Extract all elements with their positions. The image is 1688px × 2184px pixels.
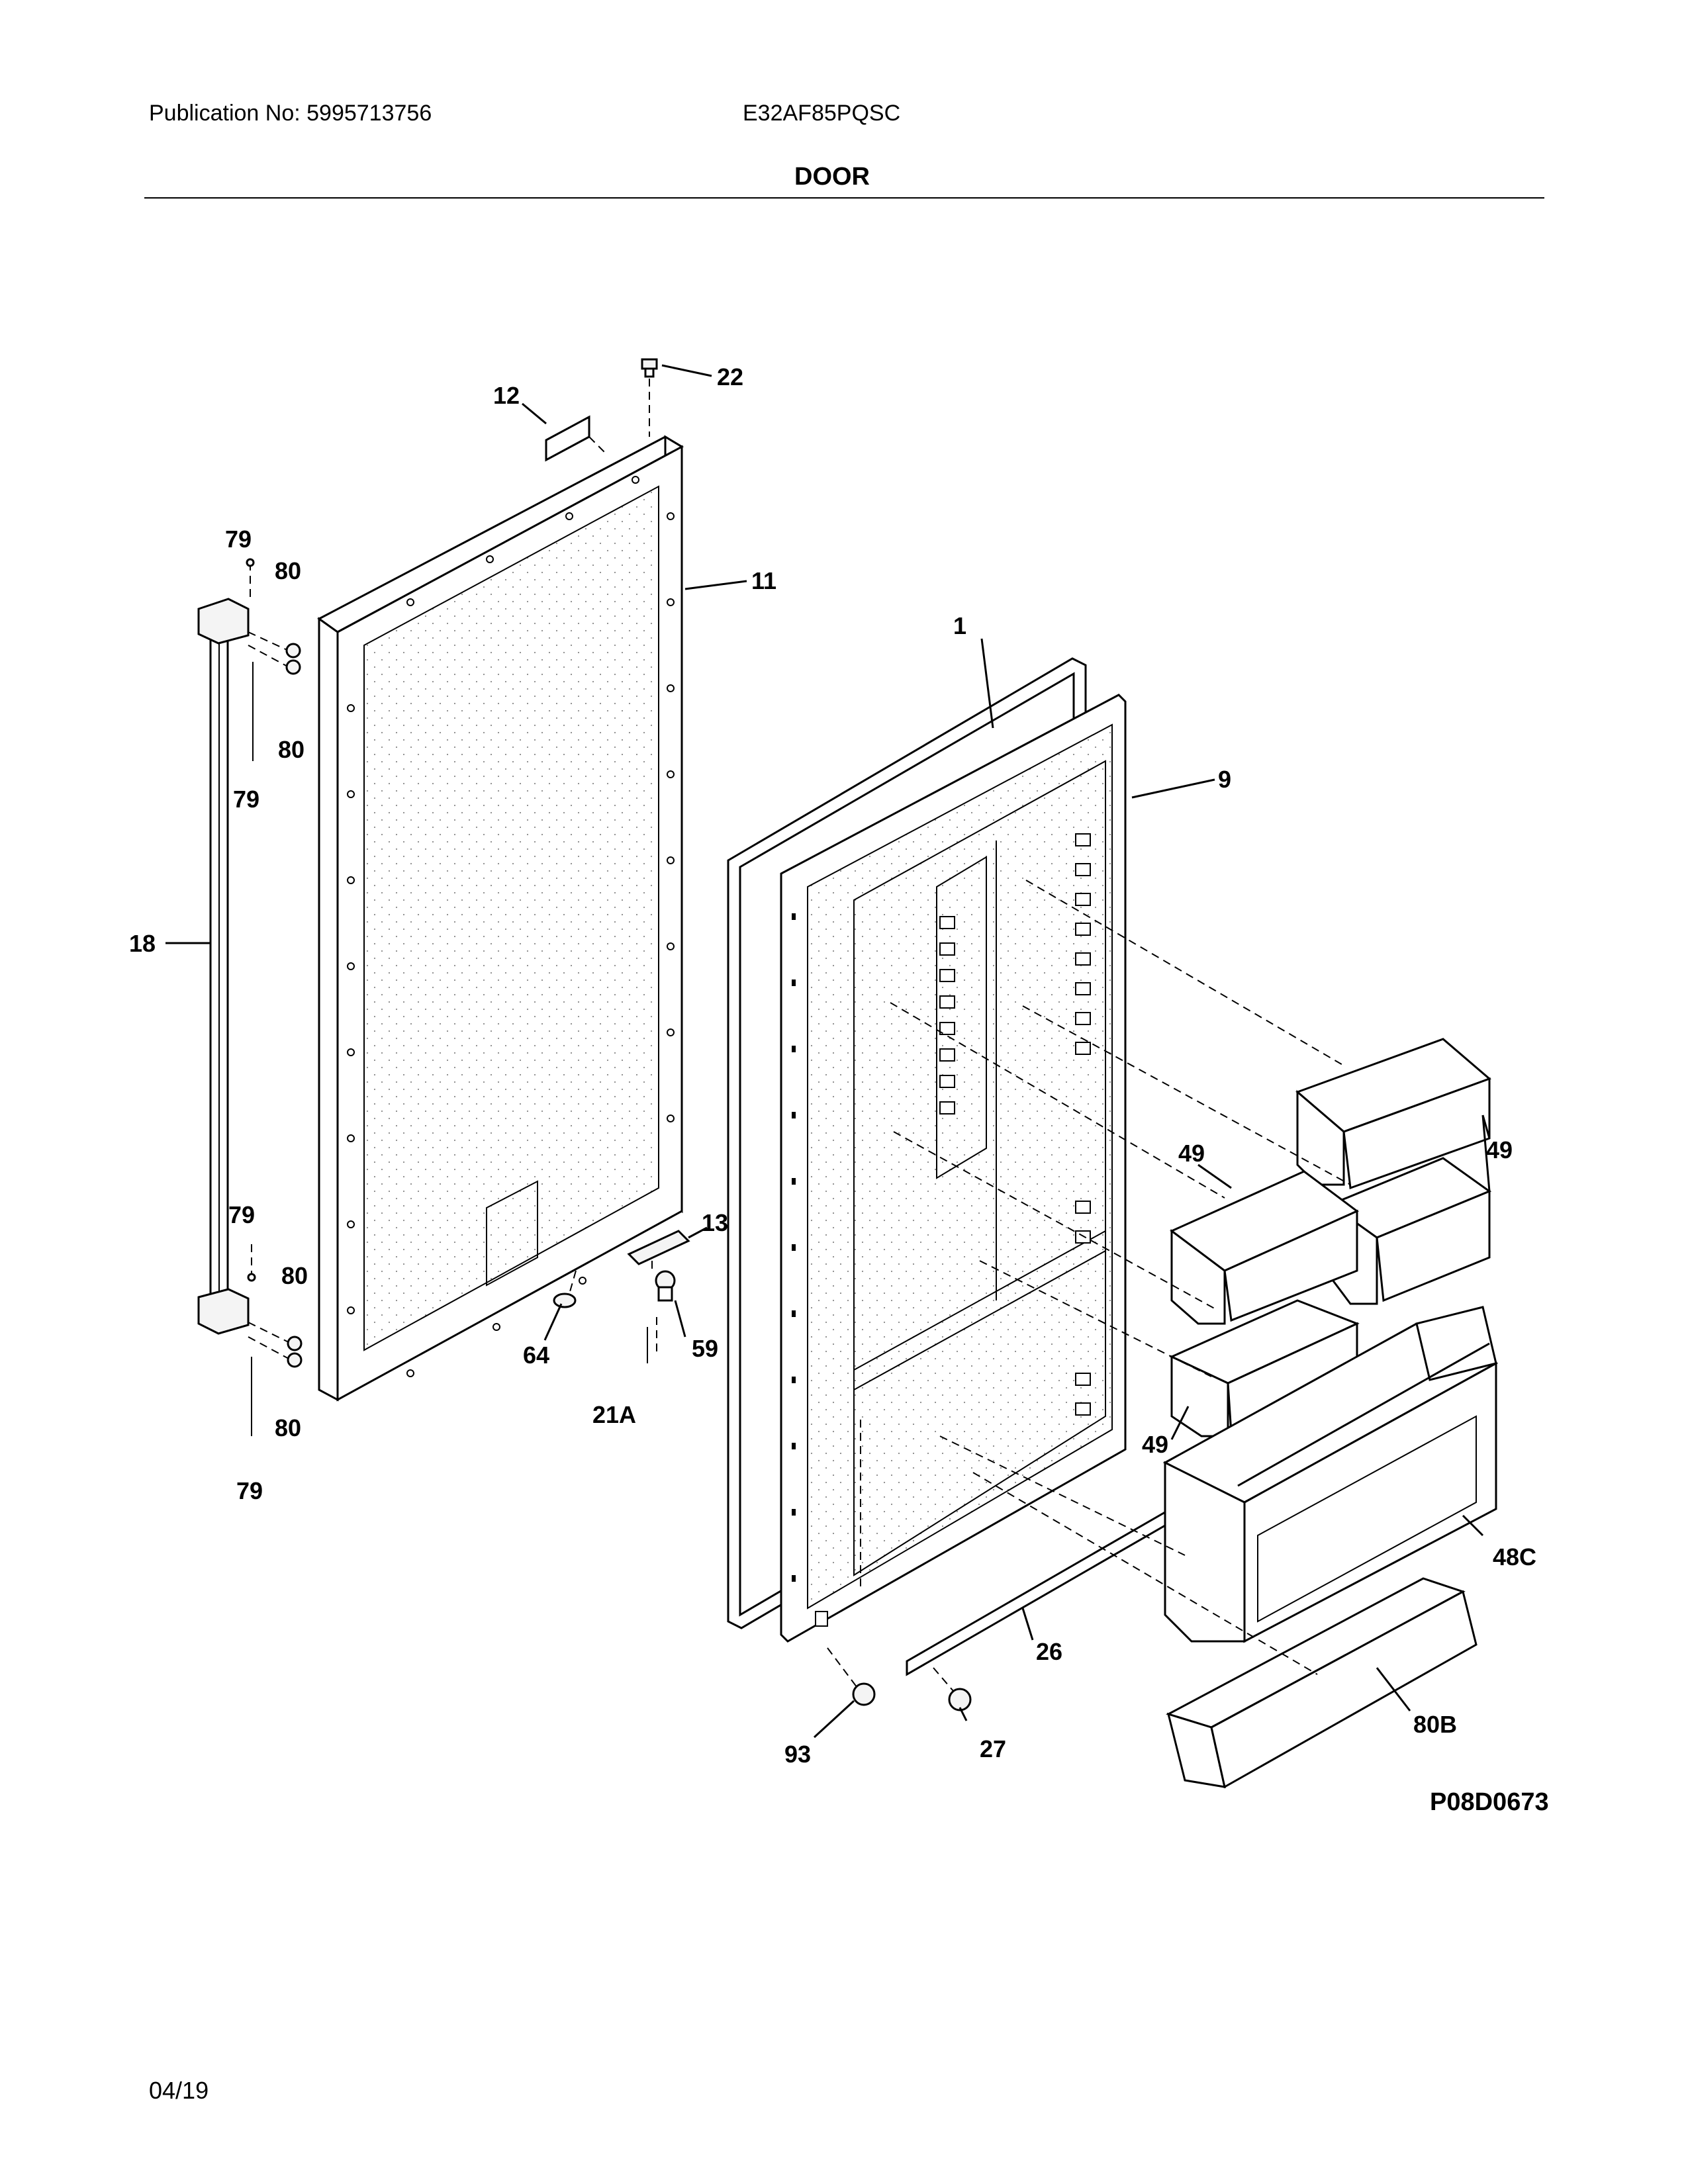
callout-labels: 1 9 11 12 13 18 21A 22 26 27 48C 49 49 4… [129,363,1536,1768]
callout-21a: 21A [592,1401,636,1428]
callout-80-lower: 80 [281,1262,308,1289]
door-bin-lower-left [1169,1299,1360,1437]
callout-12: 12 [493,382,520,409]
top-hinge-screw [641,358,658,437]
section-title: DOOR [794,163,870,191]
bottom-hinge [553,1230,690,1363]
label-plate [545,415,606,462]
callout-18: 18 [129,930,156,957]
inner-door-liner [780,694,1127,1643]
callout-22: 22 [717,363,743,390]
callout-80-bottom: 80 [275,1414,301,1441]
handle-fasteners [246,558,303,1436]
callout-79-upper: 79 [233,786,259,813]
callout-79-bottom: 79 [236,1477,263,1504]
revision-date: 04/19 [149,2077,209,2104]
callout-26: 26 [1036,1638,1062,1665]
leader-lines [165,364,1491,1739]
callout-59: 59 [692,1335,718,1362]
callout-49-right: 49 [1486,1136,1513,1163]
drawing-code: P08D0673 [1430,1788,1549,1816]
outer-door-panel [317,435,684,1402]
callout-80b: 80B [1413,1711,1457,1738]
callout-93: 93 [784,1741,811,1768]
plug-93 [827,1647,876,1706]
callout-64: 64 [523,1342,549,1369]
callout-13: 13 [702,1209,728,1236]
plug-27 [933,1667,972,1711]
assembly-guides [860,880,1351,1675]
callout-80-upper: 80 [278,736,305,763]
callout-79-lower: 79 [228,1201,255,1228]
publication-number: Publication No: 5995713756 [149,101,432,126]
door-handle [197,598,250,1335]
door-bin-middle-left [1170,1170,1359,1325]
callout-1: 1 [953,612,966,639]
callout-11: 11 [751,567,776,594]
callout-49-lower-left: 49 [1142,1431,1168,1458]
model-number: E32AF85PQSC [743,101,901,126]
callout-80-top: 80 [275,557,301,584]
lower-door-bin [1166,1577,1477,1789]
callout-49-middle-left: 49 [1178,1140,1205,1167]
callout-9: 9 [1218,766,1231,793]
callout-27: 27 [980,1735,1006,1762]
header-rule [144,197,1544,199]
callout-79-top: 79 [225,525,252,553]
callout-48c: 48C [1493,1543,1536,1570]
door-bin-top-right [1295,1038,1491,1190]
